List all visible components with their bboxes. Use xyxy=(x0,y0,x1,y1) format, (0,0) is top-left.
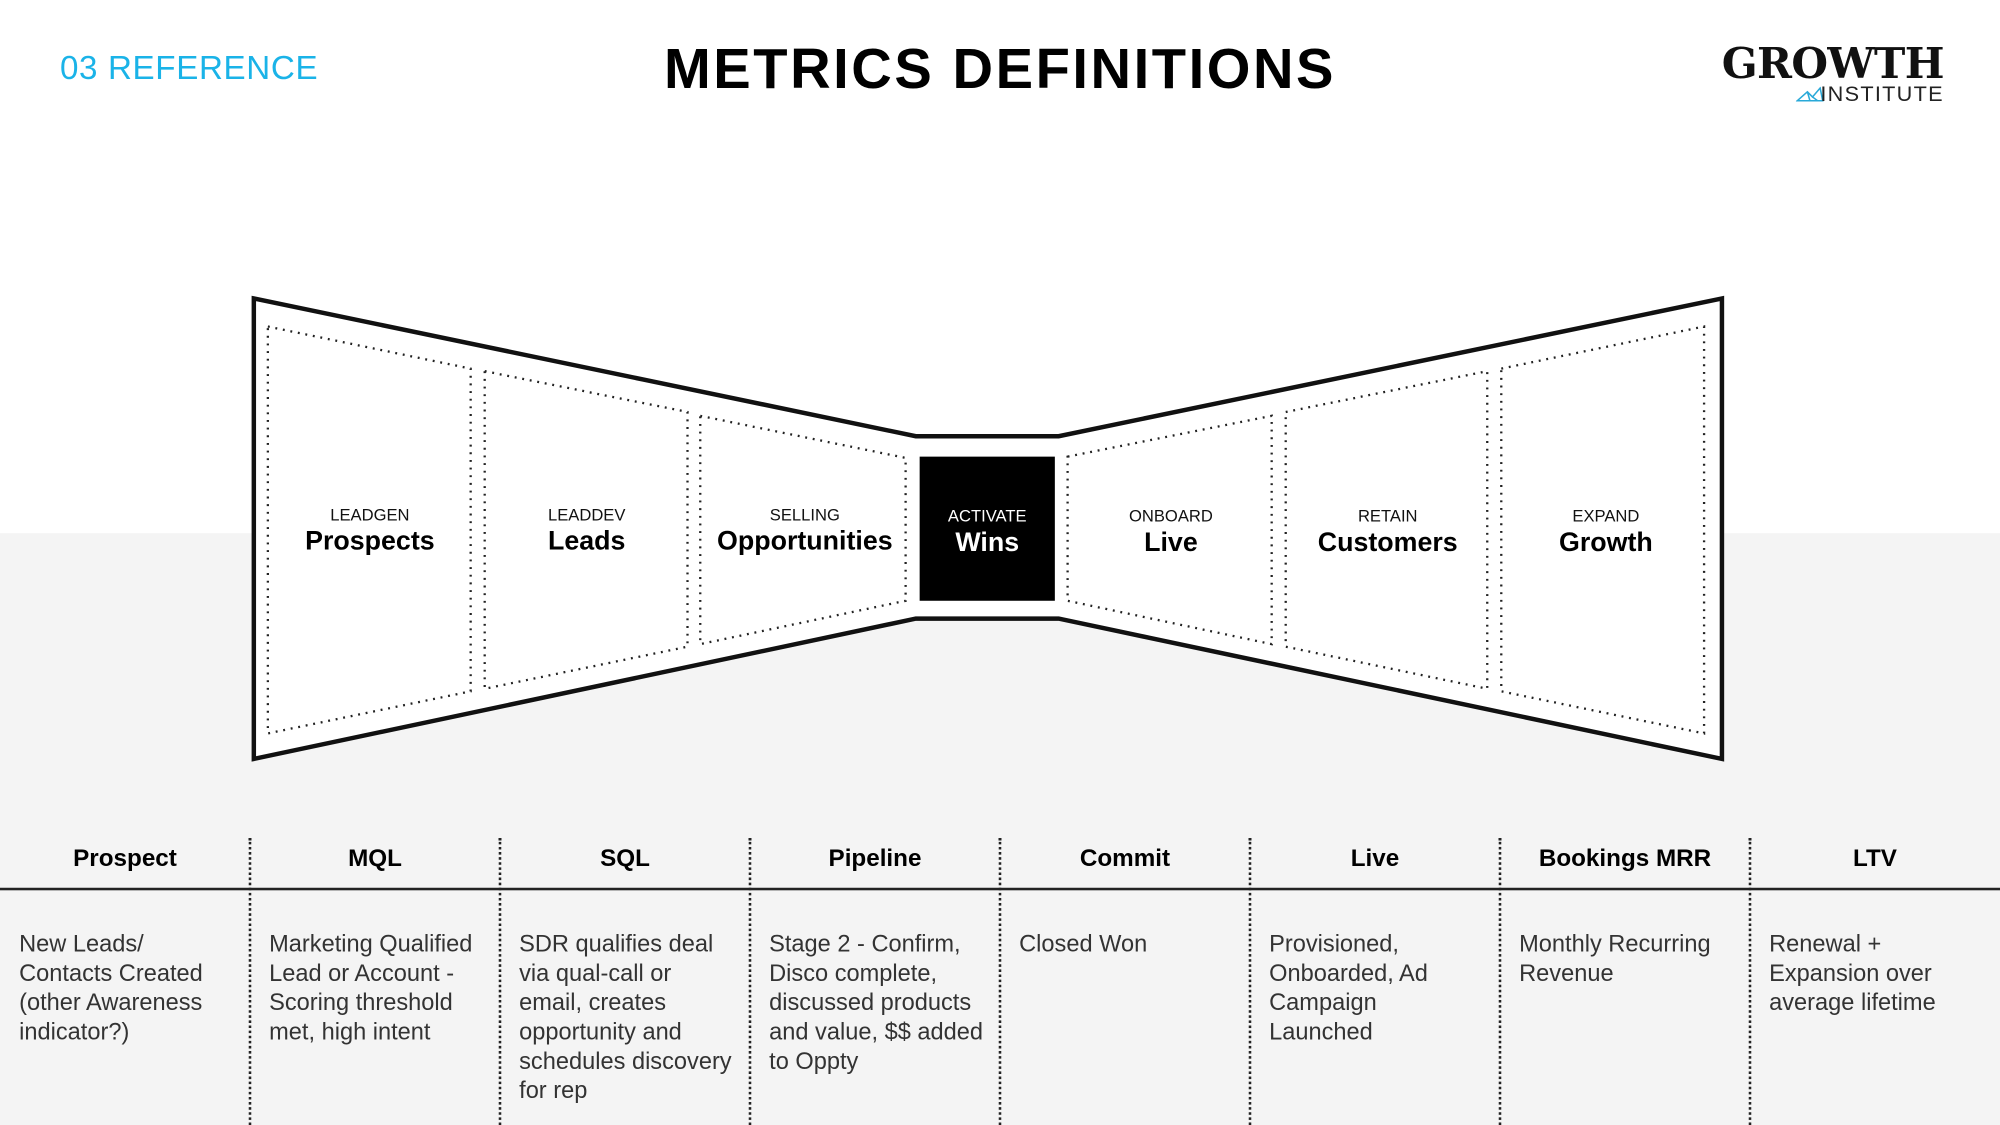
stage-category: LEADDEV xyxy=(548,505,626,525)
stage-category: LEADGEN xyxy=(330,505,410,525)
stage-name: Growth xyxy=(1558,528,1653,558)
stage-name: Wins xyxy=(955,528,1020,558)
stage-panel-prospects xyxy=(266,325,472,735)
stage-panel-opportunities xyxy=(699,414,907,646)
metric-definition: Provisioned, Onboarded, Ad Campaign Laun… xyxy=(1269,929,1428,1045)
stage-wins: ACTIVATE Wins xyxy=(885,506,1089,560)
metric-column-ltv: LTV Renewal + Expansion over average lif… xyxy=(1750,835,2000,1125)
metric-definition: Renewal + Expansion over average lifetim… xyxy=(1769,929,1936,1016)
metric-definition: Closed Won xyxy=(1019,929,1148,957)
stage-name: Live xyxy=(1144,528,1198,558)
metric-name: MQL xyxy=(348,845,402,873)
metric-definition: New Leads/ Contacts Created (other Aware… xyxy=(19,929,203,1045)
metric-name: Pipeline xyxy=(828,845,922,873)
metric-name: Bookings MRR xyxy=(1538,845,1712,873)
column-divider xyxy=(748,838,752,1125)
stage-category: ACTIVATE xyxy=(947,506,1027,526)
metric-column-mql: MQL Marketing Qualified Lead or Account … xyxy=(250,835,500,1125)
metric-column-prospect: Prospect New Leads/ Contacts Created (ot… xyxy=(0,835,250,1125)
stage-name: Prospects xyxy=(305,526,435,557)
column-divider xyxy=(498,838,502,1125)
column-divider xyxy=(1498,838,1502,1125)
stage-name: Customers xyxy=(1317,528,1458,558)
mountain-icon xyxy=(1795,86,1824,102)
column-divider xyxy=(998,838,1002,1125)
metric-definition: Monthly Recurring Revenue xyxy=(1519,929,1711,986)
logo-text-institute: INSTITUTE xyxy=(1820,81,1944,106)
stage-live: ONBOARD Live xyxy=(1069,506,1273,560)
column-divider xyxy=(1748,838,1752,1125)
metric-column-live: Live Provisioned, Onboarded, Ad Campaign… xyxy=(1250,835,1500,1125)
stage-prospects: LEADGEN Prospects xyxy=(268,505,472,559)
metric-name: SQL xyxy=(600,845,650,873)
stage-panel-leads xyxy=(483,369,689,691)
column-divider xyxy=(1248,838,1252,1125)
page-title: METRICS DEFINITIONS xyxy=(663,38,1337,101)
section-label: 03 REFERENCE xyxy=(59,48,319,87)
stage-name: Opportunities xyxy=(717,526,893,557)
stage-category: ONBOARD xyxy=(1128,506,1213,526)
stage-leads: LEADDEV Leads xyxy=(485,505,689,559)
stage-category: EXPAND xyxy=(1572,506,1640,526)
growth-institute-logo: GROWTH INSTITUTE xyxy=(1722,40,1945,107)
stage-panel-wins-active xyxy=(919,456,1055,601)
metric-column-pipeline: Pipeline Stage 2 - Confirm, Disco comple… xyxy=(750,835,1000,1125)
metric-column-sql: SQL SDR qualifies deal via qual-call or … xyxy=(500,835,750,1125)
stage-name: Leads xyxy=(548,526,626,557)
metric-definition: Stage 2 - Confirm, Disco complete, discu… xyxy=(769,929,984,1074)
stage-category: RETAIN xyxy=(1357,506,1418,526)
metric-name: LTV xyxy=(1852,845,1897,873)
stage-customers: RETAIN Customers xyxy=(1286,506,1490,560)
metric-name: Prospect xyxy=(73,845,177,873)
stage-panel-growth xyxy=(1500,325,1706,735)
logo-text-growth: GROWTH xyxy=(1721,38,1945,89)
column-divider xyxy=(248,838,252,1125)
metric-definition: Marketing Qualified Lead or Account - Sc… xyxy=(269,929,473,1045)
stage-category: SELLING xyxy=(769,505,840,525)
stage-panel-live xyxy=(1066,414,1273,646)
metric-column-commit: Commit Closed Won xyxy=(1000,835,1250,1125)
metric-definition: SDR qualifies deal via qual-call or emai… xyxy=(519,929,732,1104)
metric-name: Commit xyxy=(1079,845,1171,873)
metric-name: Live xyxy=(1350,845,1400,873)
stage-opportunities: SELLING Opportunities xyxy=(703,505,907,559)
stage-growth: EXPAND Growth xyxy=(1504,506,1708,560)
metric-column-bookings-mrr: Bookings MRR Monthly Recurring Revenue xyxy=(1500,835,1750,1125)
